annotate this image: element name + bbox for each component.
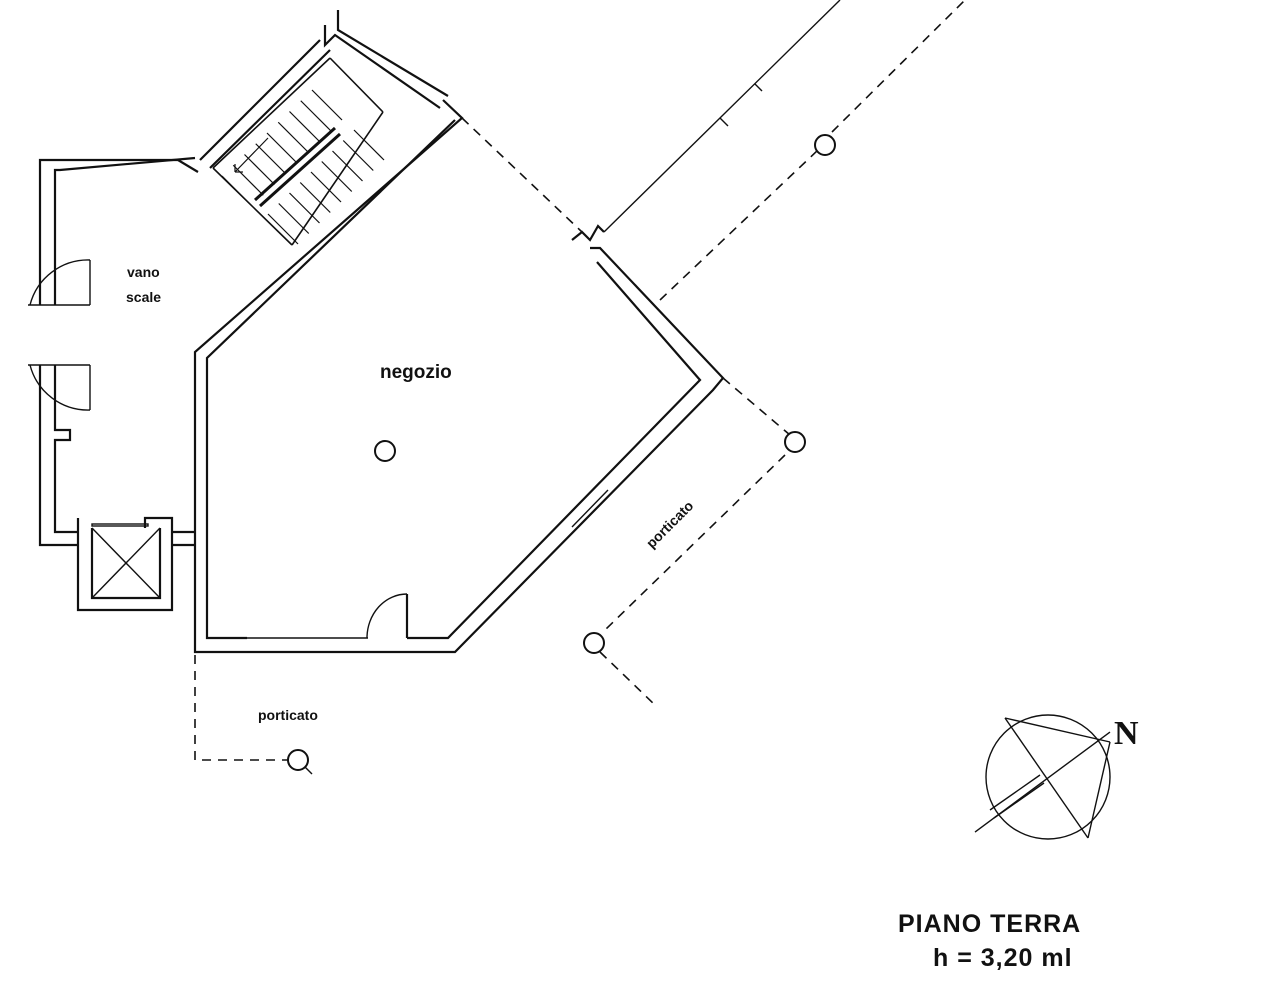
stair-flights (212, 57, 385, 246)
floor-title: PIANO TERRA (898, 910, 1081, 938)
stair-tread (267, 213, 299, 245)
shop-walls (193, 10, 725, 654)
column-icon (583, 632, 605, 654)
stair-tread (332, 150, 363, 182)
stair-tread (299, 182, 331, 213)
stair-tread (289, 192, 320, 224)
stair-tread (289, 111, 320, 142)
elevator-shaft (60, 516, 195, 612)
stair-tread (232, 164, 264, 196)
stair-tread (300, 100, 332, 132)
shop-label: negozio (380, 362, 452, 383)
column-icon (287, 749, 309, 771)
stairwell-label-line2: scale (126, 289, 161, 305)
column-icon (784, 431, 806, 453)
stair-tread (353, 129, 385, 161)
stair-tread (291, 111, 384, 246)
stair-tread (266, 132, 298, 164)
stair-tread (221, 175, 253, 207)
stairwell-label-line1: vano (127, 264, 160, 280)
porch-right-label: porticato (643, 497, 697, 551)
floor-height: h = 3,20 ml (933, 944, 1073, 972)
porch-bottom-label: porticato (258, 707, 318, 723)
columns (287, 134, 836, 775)
stairwell-walls (38, 39, 331, 547)
column-icon (814, 134, 836, 156)
stairwell-doors (28, 259, 91, 411)
column-icon (374, 440, 396, 462)
stair-tread (244, 154, 275, 185)
stair-tread (212, 57, 331, 169)
stair-tread (277, 121, 309, 153)
stair-tread (310, 171, 342, 203)
stair-tread (253, 126, 337, 202)
stair-tread (342, 140, 374, 171)
stair-tread (255, 143, 287, 175)
north-arrow-icon (974, 714, 1111, 840)
porch-dashed-outlines (194, 0, 966, 761)
stair-tread (258, 132, 342, 208)
north-label: N (1114, 715, 1139, 752)
stair-tread (329, 57, 384, 113)
stair-tread (311, 89, 343, 121)
stair-tread (321, 161, 353, 192)
stair-tread (234, 137, 269, 173)
shop-door (366, 593, 409, 639)
stair-tread (278, 203, 310, 234)
exterior-building-line (603, 0, 841, 233)
